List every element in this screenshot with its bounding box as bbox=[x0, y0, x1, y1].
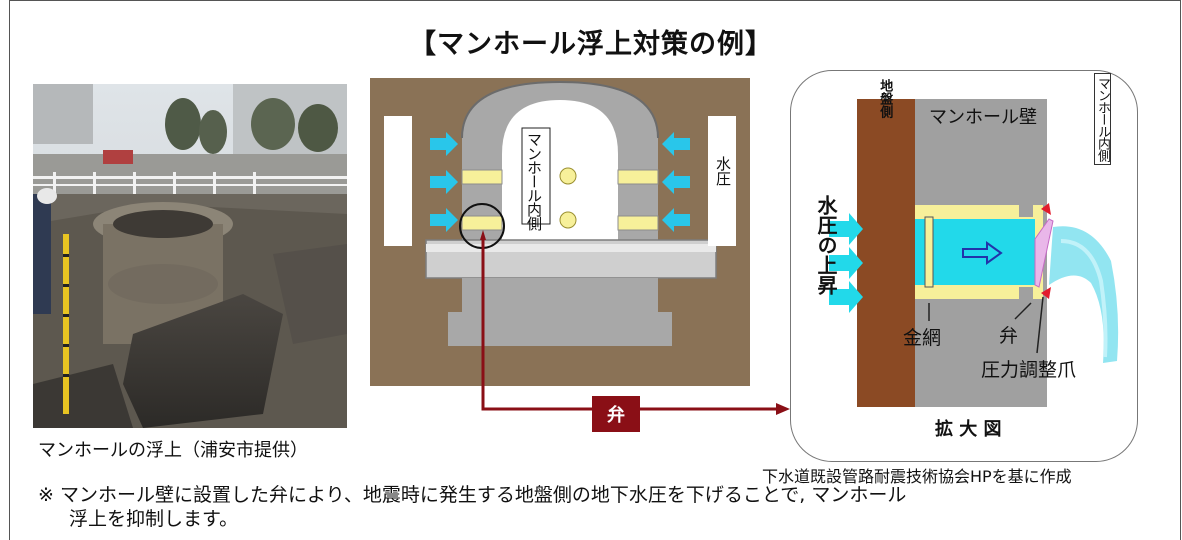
footnote-line-1: ※ マンホール壁に設置した弁により、地震時に発生する地盤側の地下水圧を下げること… bbox=[38, 484, 907, 506]
figure-frame bbox=[9, 0, 1181, 540]
inner-side-label: マンホール内側 bbox=[525, 132, 543, 230]
zoom-caption: 拡 大 図 bbox=[935, 419, 1002, 440]
footnote: ※ マンホール壁に設置した弁により、地震時に発生する地盤側の地下水圧を下げること… bbox=[38, 483, 1168, 531]
valve-label: 弁 bbox=[999, 325, 1019, 347]
inner-side-label-zoom: マンホール内側 bbox=[1094, 73, 1111, 165]
pressure-rise-label: 水圧の上昇 bbox=[814, 195, 838, 295]
valve-tag: 弁 bbox=[592, 396, 640, 432]
water-pressure-label: 水圧 bbox=[714, 156, 732, 186]
mesh-label: 金網 bbox=[903, 327, 942, 349]
manhole-wall-label: マンホール壁 bbox=[929, 107, 1037, 128]
manhole-cross-section: マンホール内側 水圧 bbox=[370, 78, 750, 386]
ground-side-label: 地盤側 bbox=[877, 79, 893, 118]
footnote-line-2: 浮上を抑制します。 bbox=[69, 508, 239, 530]
pressure-claw-label: 圧力調整爪 bbox=[981, 359, 1077, 381]
zoom-panel: 地盤側 マンホール壁 マンホール内側 水圧の上昇 金網 弁 圧力調整爪 拡 大 … bbox=[790, 70, 1138, 462]
source-credit: 下水道既設管路耐震技術協会HPを基に作成 bbox=[762, 467, 1072, 486]
page-title: 【マンホール浮上対策の例】 bbox=[409, 29, 773, 60]
manhole-float-photo bbox=[33, 84, 347, 428]
photo-caption: マンホールの浮上（浦安市提供） bbox=[38, 440, 308, 461]
